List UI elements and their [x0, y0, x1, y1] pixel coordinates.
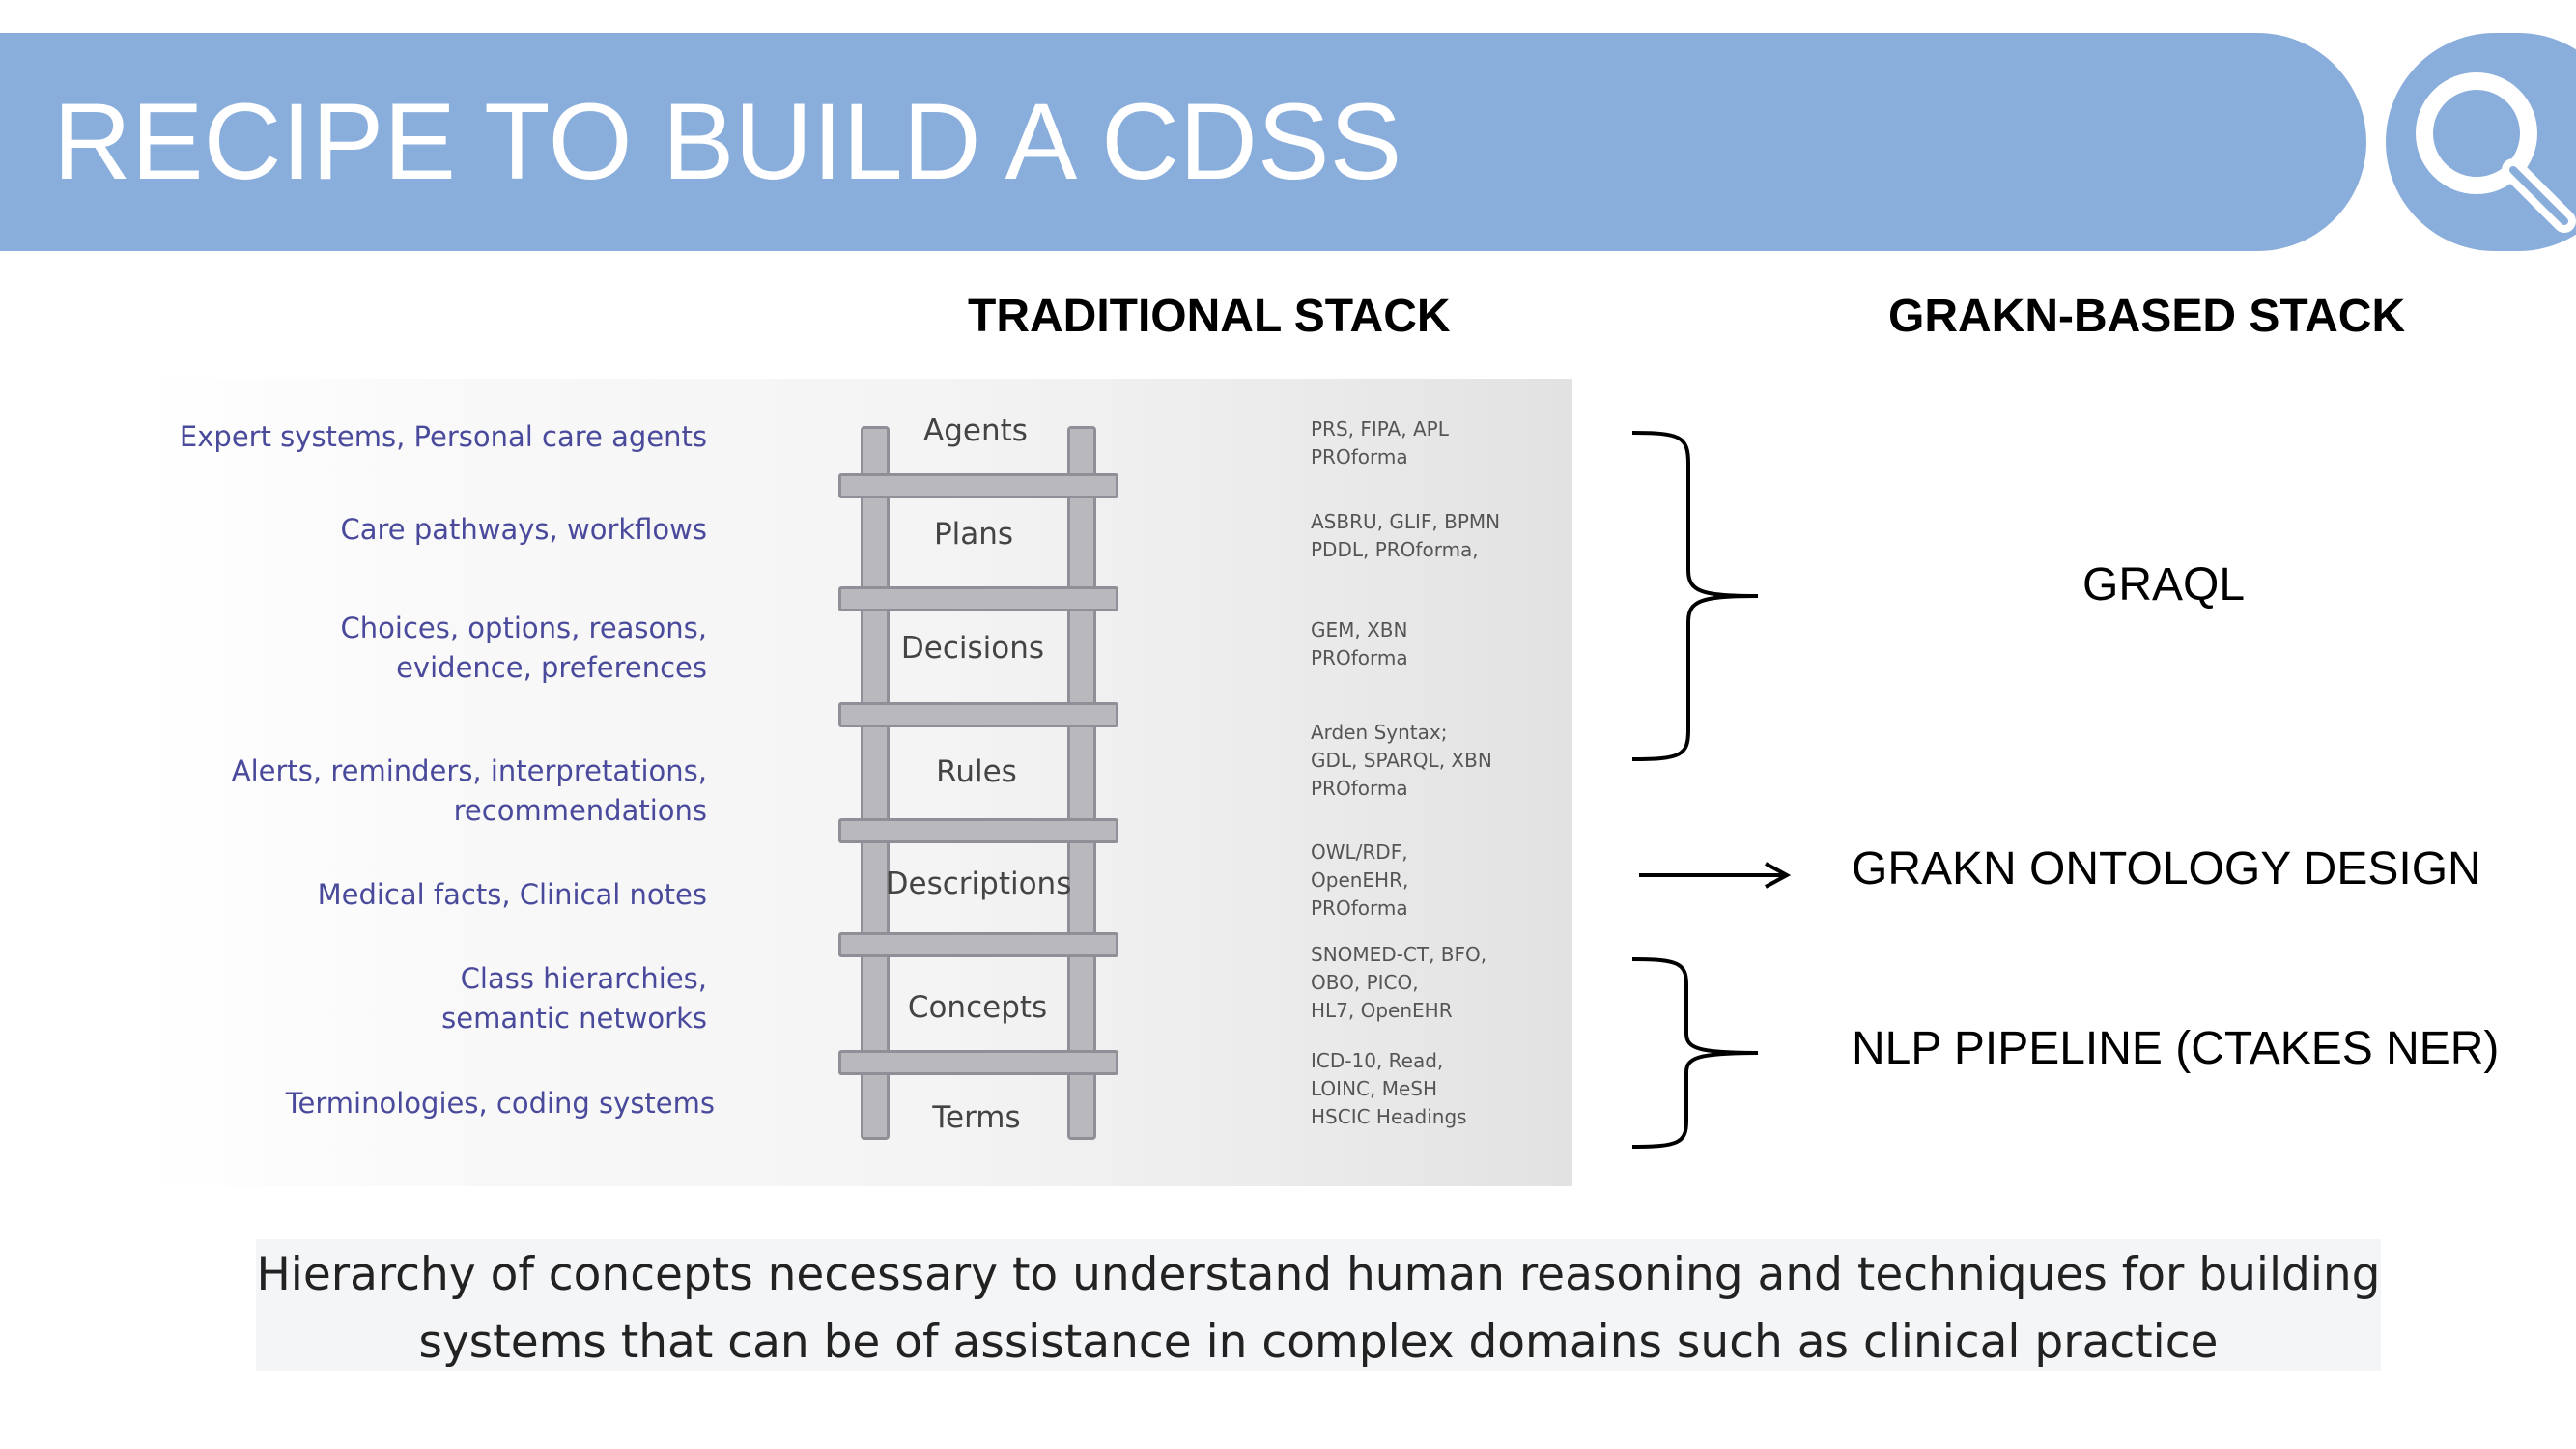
grakn-nlp-label: NLP PIPELINE (CTAKES NER): [1852, 1023, 2500, 1074]
ladder-rung: [838, 818, 1118, 843]
ladder-left-rail: [861, 426, 890, 1140]
label-concepts-use-line2: semantic networks: [441, 1002, 707, 1035]
label-agents-use: Expert systems, Personal care agents: [179, 420, 707, 453]
technique-line: LOINC, MeSH: [1311, 1077, 1438, 1100]
ladder-right-rail: [1067, 426, 1096, 1140]
technique-line: Arden Syntax;: [1311, 721, 1448, 744]
ladder-level-plans: Plans: [933, 517, 1014, 552]
right-brace-icon: [1631, 957, 1759, 1149]
ladder-level-decisions: Decisions: [900, 631, 1045, 666]
grakn-ontology-label: GRAKN ONTOLOGY DESIGN: [1852, 843, 2481, 895]
technique-line: PDDL, PROforma,: [1311, 538, 1479, 561]
technique-line: PRS, FIPA, APL: [1311, 417, 1449, 440]
techniques-concepts: SNOMED-CT, BFO, OBO, PICO, HL7, OpenEHR: [1311, 941, 1486, 1025]
grakn-stack-heading: GRAKN-BASED STACK: [1888, 291, 2406, 342]
technique-line: PROforma: [1311, 777, 1408, 800]
technique-line: HL7, OpenEHR: [1311, 999, 1453, 1022]
technique-line: PROforma: [1311, 646, 1408, 669]
reasoning-concepts-column: Expert systems, Personal care agents Car…: [145, 379, 715, 1180]
ladder-level-agents: Agents: [923, 413, 1028, 448]
techniques-agents: PRS, FIPA, APL PROforma: [1311, 415, 1449, 471]
technique-line: OBO, PICO,: [1311, 971, 1419, 994]
caption-line-1: Hierarchy of concepts necessary to under…: [256, 1248, 2381, 1301]
label-decisions-use-line2: evidence, preferences: [396, 651, 707, 684]
page-title: RECIPE TO BUILD A CDSS: [53, 81, 1402, 202]
ladder-rung: [838, 473, 1118, 498]
techniques-decisions: GEM, XBN PROforma: [1311, 616, 1408, 672]
label-decisions-use-line1: Choices, options, reasons,: [340, 611, 707, 644]
label-terms-use: Terminologies, coding systems: [285, 1087, 715, 1120]
technique-line: PROforma: [1311, 896, 1408, 920]
grakn-graql-label: GRAQL: [2082, 559, 2246, 611]
ladder-level-descriptions: Descriptions: [885, 867, 1072, 901]
caption-line-2: systems that can be of assistance in com…: [418, 1316, 2219, 1369]
right-arrow-icon: [1639, 862, 1792, 889]
techniques-descriptions: OWL/RDF, OpenEHR, PROforma: [1311, 838, 1408, 923]
ladder-rung: [838, 1050, 1118, 1075]
figure-caption: Hierarchy of concepts necessary to under…: [256, 1241, 2381, 1377]
right-brace-icon: [1631, 431, 1759, 761]
techniques-plans: ASBRU, GLIF, BPMN PDDL, PROforma,: [1311, 508, 1500, 564]
technique-line: SNOMED-CT, BFO,: [1311, 943, 1487, 966]
technique-line: GDL, SPARQL, XBN: [1311, 749, 1492, 772]
title-banner: [0, 33, 2366, 251]
label-rules-use-line2: recommendations: [453, 794, 707, 827]
ladder-level-concepts: Concepts: [907, 990, 1048, 1025]
label-concepts-use-line1: Class hierarchies,: [460, 962, 707, 995]
technique-line: OpenEHR,: [1311, 868, 1409, 892]
technique-line: PROforma: [1311, 445, 1408, 469]
caption-background: [256, 1239, 2381, 1371]
label-rules-use-line1: Alerts, reminders, interpretations,: [231, 754, 707, 787]
ladder-level-terms: Terms: [932, 1100, 1021, 1135]
technique-line: ASBRU, GLIF, BPMN: [1311, 510, 1501, 533]
ladder-rung: [838, 586, 1118, 611]
label-descriptions-use: Medical facts, Clinical notes: [317, 878, 707, 911]
technique-line: ICD-10, Read,: [1311, 1049, 1444, 1072]
ladder-rung: [838, 932, 1118, 957]
traditional-stack-heading: TRADITIONAL STACK: [968, 291, 1451, 342]
technique-line: OWL/RDF,: [1311, 840, 1408, 864]
label-plans-use: Care pathways, workflows: [340, 513, 707, 546]
techniques-terms: ICD-10, Read, LOINC, MeSH HSCIC Headings: [1311, 1047, 1467, 1131]
ladder-level-rules: Rules: [936, 754, 1017, 789]
technique-line: HSCIC Headings: [1311, 1105, 1467, 1128]
search-button[interactable]: [2386, 33, 2576, 251]
techniques-rules: Arden Syntax; GDL, SPARQL, XBN PROforma: [1311, 719, 1492, 803]
search-icon: [2416, 72, 2576, 233]
ladder-rung: [838, 702, 1118, 727]
technique-line: GEM, XBN: [1311, 618, 1408, 641]
